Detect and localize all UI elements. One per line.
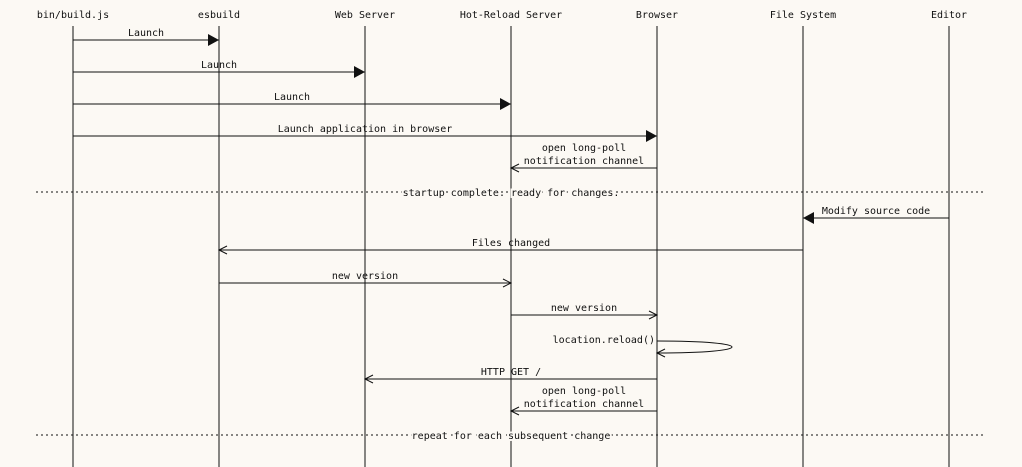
arrowhead-filled bbox=[354, 66, 365, 78]
message-label: Launch application in browser bbox=[278, 124, 453, 135]
participant-label-editor: Editor bbox=[931, 10, 967, 21]
message-label: Launch bbox=[274, 92, 310, 103]
participant-label-esbuild: esbuild bbox=[198, 10, 240, 21]
arrowhead-open bbox=[509, 163, 520, 173]
step-message-11: HTTP GET / bbox=[363, 367, 657, 384]
self-message-label: location.reload() bbox=[553, 335, 655, 346]
message-label: HTTP GET / bbox=[481, 367, 541, 378]
participant-label-hot: Hot-Reload Server bbox=[460, 10, 562, 21]
participant-label-browser: Browser bbox=[636, 10, 678, 21]
self-message-loop bbox=[656, 340, 733, 354]
step-message-4: open long-poll notification channel bbox=[509, 143, 657, 173]
step-message-1: Launch bbox=[73, 60, 365, 78]
participant-label-fs: File System bbox=[770, 10, 836, 21]
participant-label-build: bin/build.js bbox=[37, 10, 109, 21]
arrowhead-open bbox=[502, 278, 513, 288]
message-label: open long-poll bbox=[542, 143, 626, 154]
step-message-12: open long-poll notification channel bbox=[509, 386, 657, 416]
arrowhead-open bbox=[648, 310, 659, 320]
step-message-9: new version bbox=[511, 303, 659, 320]
message-label: Launch bbox=[128, 28, 164, 39]
lifelines bbox=[72, 26, 950, 467]
step-message-8: new version bbox=[219, 271, 513, 288]
message-label: new version bbox=[551, 303, 617, 314]
arrowhead-filled bbox=[803, 212, 814, 224]
divider-label: repeat for each subsequent change bbox=[412, 431, 611, 442]
participant-headers: bin/build.js esbuild Web Server Hot-Reload … bbox=[37, 10, 967, 21]
message-label: new version bbox=[332, 271, 398, 282]
step-message-7: Files changed bbox=[217, 238, 803, 255]
step-divider-5: startup complete. ready for changes. bbox=[36, 186, 986, 201]
message-label: open long-poll bbox=[542, 386, 626, 397]
arrowhead-open bbox=[217, 245, 228, 255]
divider-label: startup complete. ready for changes. bbox=[403, 188, 620, 199]
step-message-0: Launch bbox=[73, 28, 219, 46]
step-message-2: Launch bbox=[73, 92, 511, 110]
message-label: Files changed bbox=[472, 238, 550, 249]
arrowhead-open bbox=[655, 348, 666, 358]
arrowhead-filled bbox=[500, 98, 511, 110]
message-label: notification channel bbox=[524, 399, 644, 410]
message-label: Launch bbox=[201, 60, 237, 71]
arrowhead-filled bbox=[646, 130, 657, 142]
step-divider-13: repeat for each subsequent change bbox=[36, 429, 986, 444]
arrowhead-open bbox=[509, 406, 520, 416]
participant-label-web: Web Server bbox=[335, 10, 395, 21]
step-self-10: location.reload() bbox=[553, 335, 733, 358]
arrowhead-filled bbox=[208, 34, 219, 46]
step-message-6: Modify source code bbox=[803, 206, 949, 224]
message-label: Modify source code bbox=[822, 206, 930, 217]
step-message-3: Launch application in browser bbox=[73, 124, 657, 142]
message-label: notification channel bbox=[524, 156, 644, 167]
arrowhead-open bbox=[363, 374, 374, 384]
